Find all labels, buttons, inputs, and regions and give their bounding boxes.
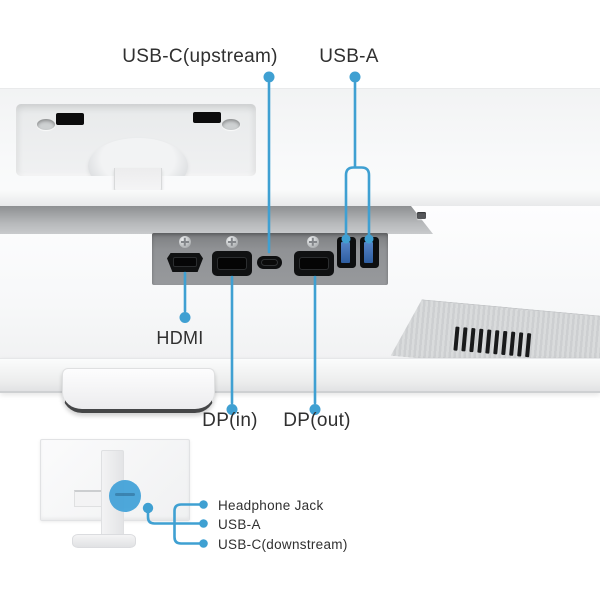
mini-monitor-stand-base <box>72 534 136 548</box>
dp-in-port-icon <box>212 251 252 276</box>
label-usb-c-downstream: USB-C(downstream) <box>218 537 348 552</box>
label-dp-out: DP(out) <box>283 410 351 431</box>
label-dp-in: DP(in) <box>202 410 258 431</box>
mount-slot-icon <box>193 112 221 123</box>
mount-slot-icon <box>56 113 84 125</box>
side-ports-highlight-circle <box>109 480 141 512</box>
label-usb-a-rear: USB-A <box>319 46 379 67</box>
rear-port-panel <box>152 233 388 285</box>
vesa-mount-recess <box>16 104 256 176</box>
vent-slots-icon <box>453 327 531 358</box>
shell-edge-highlight <box>0 190 600 207</box>
screw-hole-icon <box>222 119 240 130</box>
stand-mount-cover <box>62 368 215 413</box>
screw-icon <box>307 236 319 248</box>
usb-c-port-icon <box>257 256 282 269</box>
label-hdmi: HDMI <box>156 328 204 348</box>
screw-hole-icon <box>37 119 55 130</box>
label-usb-a-side: USB-A <box>218 517 261 532</box>
label-usb-c-upstream: USB-C(upstream) <box>122 46 278 67</box>
usb-a-port-icon <box>360 237 379 268</box>
kensington-lock-slot-icon <box>417 212 426 219</box>
dp-out-port-icon <box>294 251 334 276</box>
hdmi-port-icon <box>167 253 203 272</box>
port-recess-shadow-band <box>0 206 433 234</box>
screw-icon <box>179 236 191 248</box>
screw-icon <box>226 236 238 248</box>
usb-a-port-icon <box>337 237 356 268</box>
label-headphone-jack: Headphone Jack <box>218 498 324 513</box>
